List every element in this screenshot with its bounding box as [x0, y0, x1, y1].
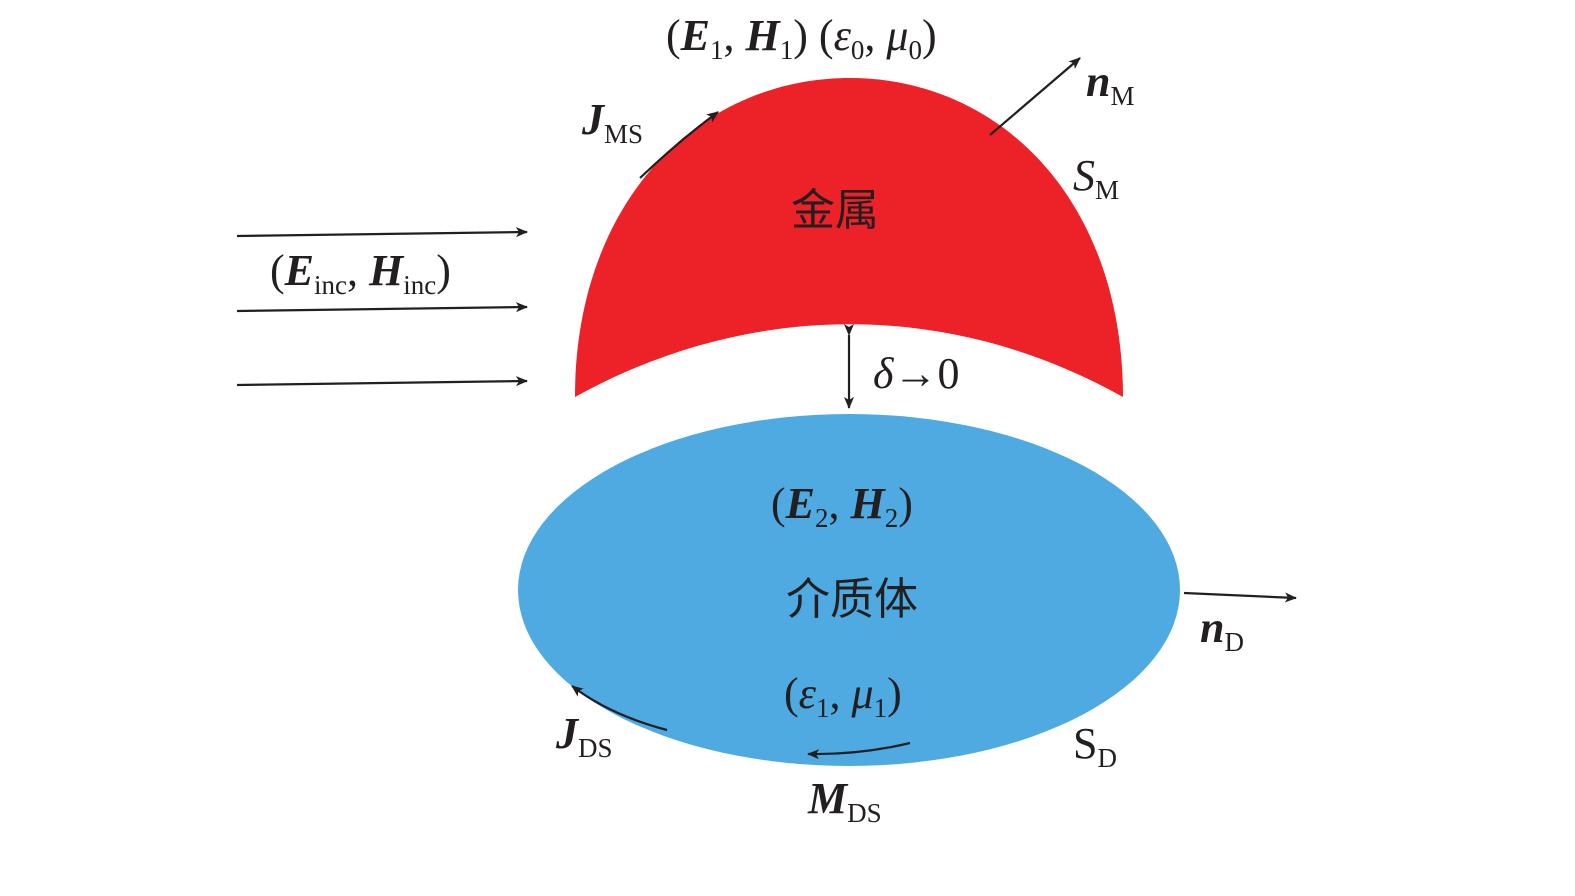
dielectric-surface-label: SD: [1073, 719, 1117, 773]
dielectric-magnetic-current-arrow: [807, 741, 911, 760]
region1-field-label: (E1, H1) (ε0, μ0): [666, 11, 937, 65]
dielectric-electric-current-arrow: [571, 685, 668, 732]
dielectric-parameter-label: (ε1, μ1): [784, 669, 902, 723]
metal-body: [575, 78, 1123, 397]
metal-normal-label: nM: [1086, 57, 1135, 111]
incident-arrow-2: [236, 302, 528, 313]
metal-normal-arrow: [989, 57, 1081, 136]
incident-wave-arrows: [236, 227, 528, 387]
metal-surface-current-label: JMS: [581, 95, 643, 149]
dielectric-normal-arrow: [1183, 591, 1297, 603]
metal-surface-current-arrow: [639, 111, 719, 179]
dielectric-electric-current-label: JDS: [555, 709, 613, 763]
metal-region-label: 金属: [791, 185, 879, 236]
incident-arrow-3: [236, 376, 528, 387]
gap-label: δ→0: [873, 349, 959, 398]
dielectric-magnetic-current-label: MDS: [807, 774, 882, 828]
incident-arrow-1: [236, 227, 528, 238]
metal-surface-label: SM: [1073, 151, 1119, 205]
dielectric-normal-label: nD: [1200, 603, 1244, 657]
dielectric-field-label: (E2, H2): [771, 479, 913, 533]
dielectric-body: [518, 414, 1180, 766]
dielectric-region-label: 介质体: [786, 574, 918, 625]
incident-field-label: (Einc, Hinc): [270, 246, 451, 300]
